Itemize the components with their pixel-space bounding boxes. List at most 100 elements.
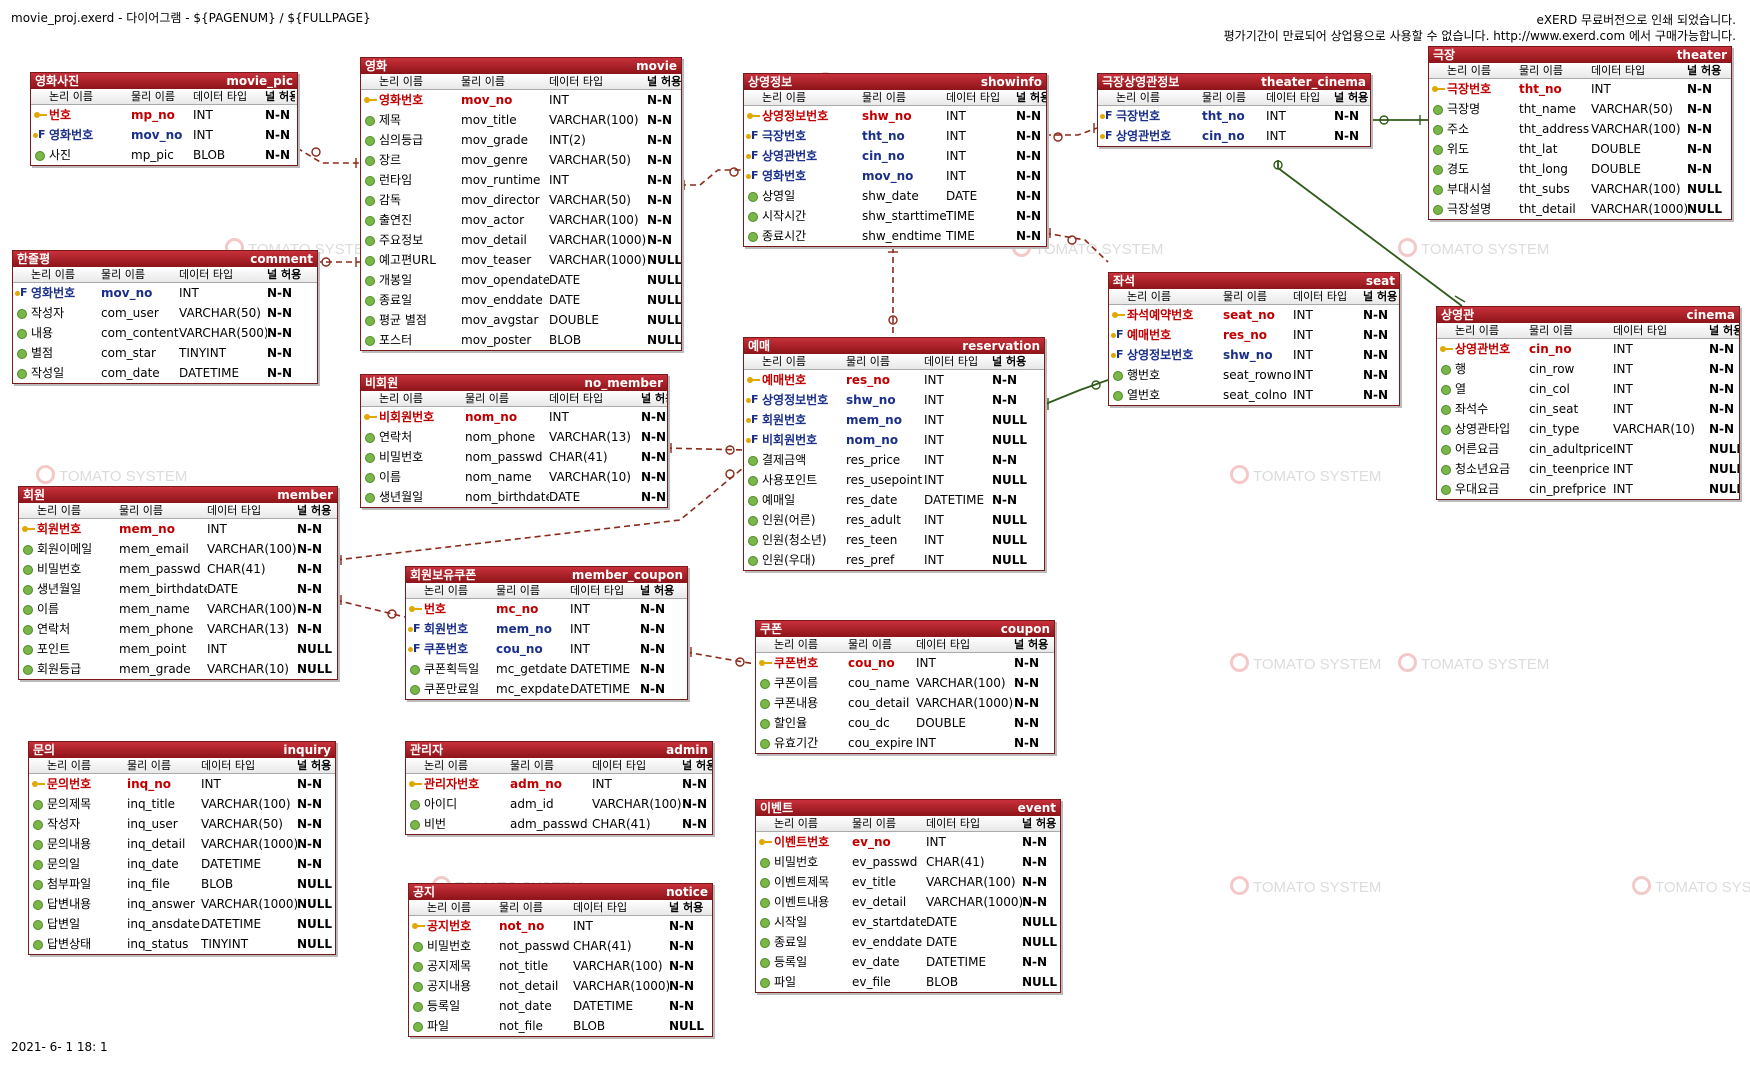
attribute-row[interactable]: 할인율cou_dcDOUBLEN-N [756,713,1054,733]
attribute-row[interactable]: 극장명tht_nameVARCHAR(50)N-N [1429,99,1731,119]
entity-movie-pic[interactable]: 영화사진movie_pic논리 이름물리 이름데이터 타입널 허용번호mp_no… [30,72,298,166]
attribute-row[interactable]: 종료일mov_enddateDATENULL [361,290,681,310]
attribute-row[interactable]: 제목mov_titleVARCHAR(100)N-N [361,110,681,130]
attribute-row[interactable]: 회원번호mem_noINTN-N [19,519,337,539]
attribute-row[interactable]: 열번호seat_colnoINTN-N [1109,385,1399,405]
attribute-row[interactable]: 쿠폰만료일mc_expdateDATETIMEN-N [406,679,687,699]
attribute-row[interactable]: 결제금액res_priceINTN-N [744,450,1044,470]
attribute-row[interactable]: 사용포인트res_usepointINTNULL [744,470,1044,490]
attribute-row[interactable]: 회원번호mem_noINTNULL [744,410,1044,430]
attribute-row[interactable]: 별점com_starTINYINTN-N [13,343,317,363]
attribute-row[interactable]: 비번adm_passwdCHAR(41)N-N [406,814,712,834]
attribute-row[interactable]: 상영정보번호shw_noINTN-N [744,390,1044,410]
entity-header[interactable]: 회원member [19,487,337,503]
attribute-row[interactable]: 등록일not_dateDATETIMEN-N [409,996,712,1016]
entity-seat[interactable]: 좌석seat논리 이름물리 이름데이터 타입널 허용좌석예약번호seat_noI… [1108,272,1400,406]
attribute-row[interactable]: 공지내용not_detailVARCHAR(1000)N-N [409,976,712,996]
attribute-row[interactable]: 예고편URLmov_teaserVARCHAR(1000)NULL [361,250,681,270]
attribute-row[interactable]: 쿠폰이름cou_nameVARCHAR(100)N-N [756,673,1054,693]
attribute-row[interactable]: 작성자com_userVARCHAR(50)N-N [13,303,317,323]
entity-admin[interactable]: 관리자admin논리 이름물리 이름데이터 타입널 허용관리자번호adm_noI… [405,741,713,835]
attribute-row[interactable]: 인원(청소년)res_teenINTNULL [744,530,1044,550]
attribute-row[interactable]: 극장번호tht_noINTN-N [1429,79,1731,99]
attribute-row[interactable]: 인원(우대)res_prefINTNULL [744,550,1044,570]
attribute-row[interactable]: 시작일ev_startdateDATENULL [756,912,1060,932]
entity-showinfo[interactable]: 상영정보showinfo논리 이름물리 이름데이터 타입널 허용상영정보번호sh… [743,73,1047,247]
attribute-row[interactable]: 번호mc_noINTN-N [406,599,687,619]
attribute-row[interactable]: 개봉일mov_opendateDATENULL [361,270,681,290]
attribute-row[interactable]: 영화번호mov_noINTN-N [744,166,1046,186]
entity-coupon[interactable]: 쿠폰coupon논리 이름물리 이름데이터 타입널 허용쿠폰번호cou_noIN… [755,620,1055,754]
attribute-row[interactable]: 이벤트번호ev_noINTN-N [756,832,1060,852]
entity-member-coupon[interactable]: 회원보유쿠폰member_coupon논리 이름물리 이름데이터 타입널 허용번… [405,566,688,700]
attribute-row[interactable]: 경도tht_longDOUBLEN-N [1429,159,1731,179]
attribute-row[interactable]: 사진mp_picBLOBN-N [31,145,297,165]
attribute-row[interactable]: 극장번호tht_noINTN-N [1098,106,1370,126]
attribute-row[interactable]: 상영일shw_dateDATEN-N [744,186,1046,206]
attribute-row[interactable]: 문의번호inq_noINTN-N [29,774,335,794]
attribute-row[interactable]: 회원이메일mem_emailVARCHAR(100)N-N [19,539,337,559]
entity-header[interactable]: 한줄평comment [13,251,317,267]
attribute-row[interactable]: 어른요금cin_adultpriceINTNULL [1437,439,1739,459]
entity-theater[interactable]: 극장theater논리 이름물리 이름데이터 타입널 허용극장번호tht_noI… [1428,46,1732,220]
attribute-row[interactable]: 주요정보mov_detailVARCHAR(1000)N-N [361,230,681,250]
entity-comment[interactable]: 한줄평comment논리 이름물리 이름데이터 타입널 허용영화번호mov_no… [12,250,318,384]
entity-header[interactable]: 비회원no_member [361,375,667,391]
entity-header[interactable]: 상영정보showinfo [744,74,1046,90]
entity-header[interactable]: 관리자admin [406,742,712,758]
attribute-row[interactable]: 상영정보번호shw_noINTN-N [1109,345,1399,365]
attribute-row[interactable]: 이름mem_nameVARCHAR(100)N-N [19,599,337,619]
entity-movie[interactable]: 영화movie논리 이름물리 이름데이터 타입널 허용영화번호mov_noINT… [360,57,682,351]
attribute-row[interactable]: 장르mov_genreVARCHAR(50)N-N [361,150,681,170]
attribute-row[interactable]: 생년월일mem_birthdateDATEN-N [19,579,337,599]
attribute-row[interactable]: 회원등급mem_gradeVARCHAR(10)NULL [19,659,337,679]
attribute-row[interactable]: 심의등급mov_gradeINT(2)N-N [361,130,681,150]
attribute-row[interactable]: 상영정보번호shw_noINTN-N [744,106,1046,126]
attribute-row[interactable]: 포스터mov_posterBLOBNULL [361,330,681,350]
attribute-row[interactable]: 극장설명tht_detailVARCHAR(1000)NULL [1429,199,1731,219]
attribute-row[interactable]: 아이디adm_idVARCHAR(100)N-N [406,794,712,814]
attribute-row[interactable]: 내용com_contentVARCHAR(500)N-N [13,323,317,343]
attribute-row[interactable]: 인원(어른)res_adultINTNULL [744,510,1044,530]
attribute-row[interactable]: 작성일com_dateDATETIMEN-N [13,363,317,383]
attribute-row[interactable]: 좌석수cin_seatINTN-N [1437,399,1739,419]
entity-cinema[interactable]: 상영관cinema논리 이름물리 이름데이터 타입널 허용상영관번호cin_no… [1436,306,1740,500]
attribute-row[interactable]: 답변일inq_ansdateDATETIMENULL [29,914,335,934]
entity-header[interactable]: 예매reservation [744,338,1044,354]
attribute-row[interactable]: 종료시간shw_endtimeTIMEN-N [744,226,1046,246]
attribute-row[interactable]: 문의내용inq_detailVARCHAR(1000)N-N [29,834,335,854]
attribute-row[interactable]: 상영관타입cin_typeVARCHAR(10)N-N [1437,419,1739,439]
attribute-row[interactable]: 생년월일nom_birthdateDATEN-N [361,487,667,507]
attribute-row[interactable]: 연락처mem_phoneVARCHAR(13)N-N [19,619,337,639]
entity-no-member[interactable]: 비회원no_member논리 이름물리 이름데이터 타입널 허용비회원번호nom… [360,374,668,508]
entity-event[interactable]: 이벤트event논리 이름물리 이름데이터 타입널 허용이벤트번호ev_noIN… [755,799,1061,993]
attribute-row[interactable]: 예매번호res_noINTN-N [1109,325,1399,345]
attribute-row[interactable]: 쿠폰번호cou_noINTN-N [406,639,687,659]
entity-header[interactable]: 공지notice [409,884,712,900]
attribute-row[interactable]: 관리자번호adm_noINTN-N [406,774,712,794]
entity-inquiry[interactable]: 문의inquiry논리 이름물리 이름데이터 타입널 허용문의번호inq_noI… [28,741,336,955]
attribute-row[interactable]: 이벤트제목ev_titleVARCHAR(100)N-N [756,872,1060,892]
attribute-row[interactable]: 문의일inq_dateDATETIMEN-N [29,854,335,874]
attribute-row[interactable]: 주소tht_addressVARCHAR(100)N-N [1429,119,1731,139]
attribute-row[interactable]: 예매일res_dateDATETIMEN-N [744,490,1044,510]
entity-header[interactable]: 회원보유쿠폰member_coupon [406,567,687,583]
entity-theater-cinema[interactable]: 극장상영관정보theater_cinema논리 이름물리 이름데이터 타입널 허… [1097,73,1371,147]
attribute-row[interactable]: 청소년요금cin_teenpriceINTNULL [1437,459,1739,479]
entity-header[interactable]: 극장상영관정보theater_cinema [1098,74,1370,90]
entity-header[interactable]: 좌석seat [1109,273,1399,289]
attribute-row[interactable]: 상영관번호cin_noINTN-N [744,146,1046,166]
attribute-row[interactable]: 첨부파일inq_fileBLOBNULL [29,874,335,894]
attribute-row[interactable]: 시작시간shw_starttimeTIMEN-N [744,206,1046,226]
entity-header[interactable]: 쿠폰coupon [756,621,1054,637]
attribute-row[interactable]: 비밀번호nom_passwdCHAR(41)N-N [361,447,667,467]
attribute-row[interactable]: 감독mov_directorVARCHAR(50)N-N [361,190,681,210]
attribute-row[interactable]: 등록일ev_dateDATETIMEN-N [756,952,1060,972]
attribute-row[interactable]: 영화번호mov_noINTN-N [13,283,317,303]
attribute-row[interactable]: 비밀번호ev_passwdCHAR(41)N-N [756,852,1060,872]
entity-header[interactable]: 문의inquiry [29,742,335,758]
attribute-row[interactable]: 영화번호mov_noINTN-N [31,125,297,145]
entity-header[interactable]: 상영관cinema [1437,307,1739,323]
entity-notice[interactable]: 공지notice논리 이름물리 이름데이터 타입널 허용공지번호not_noIN… [408,883,713,1037]
attribute-row[interactable]: 쿠폰획득일mc_getdateDATETIMEN-N [406,659,687,679]
